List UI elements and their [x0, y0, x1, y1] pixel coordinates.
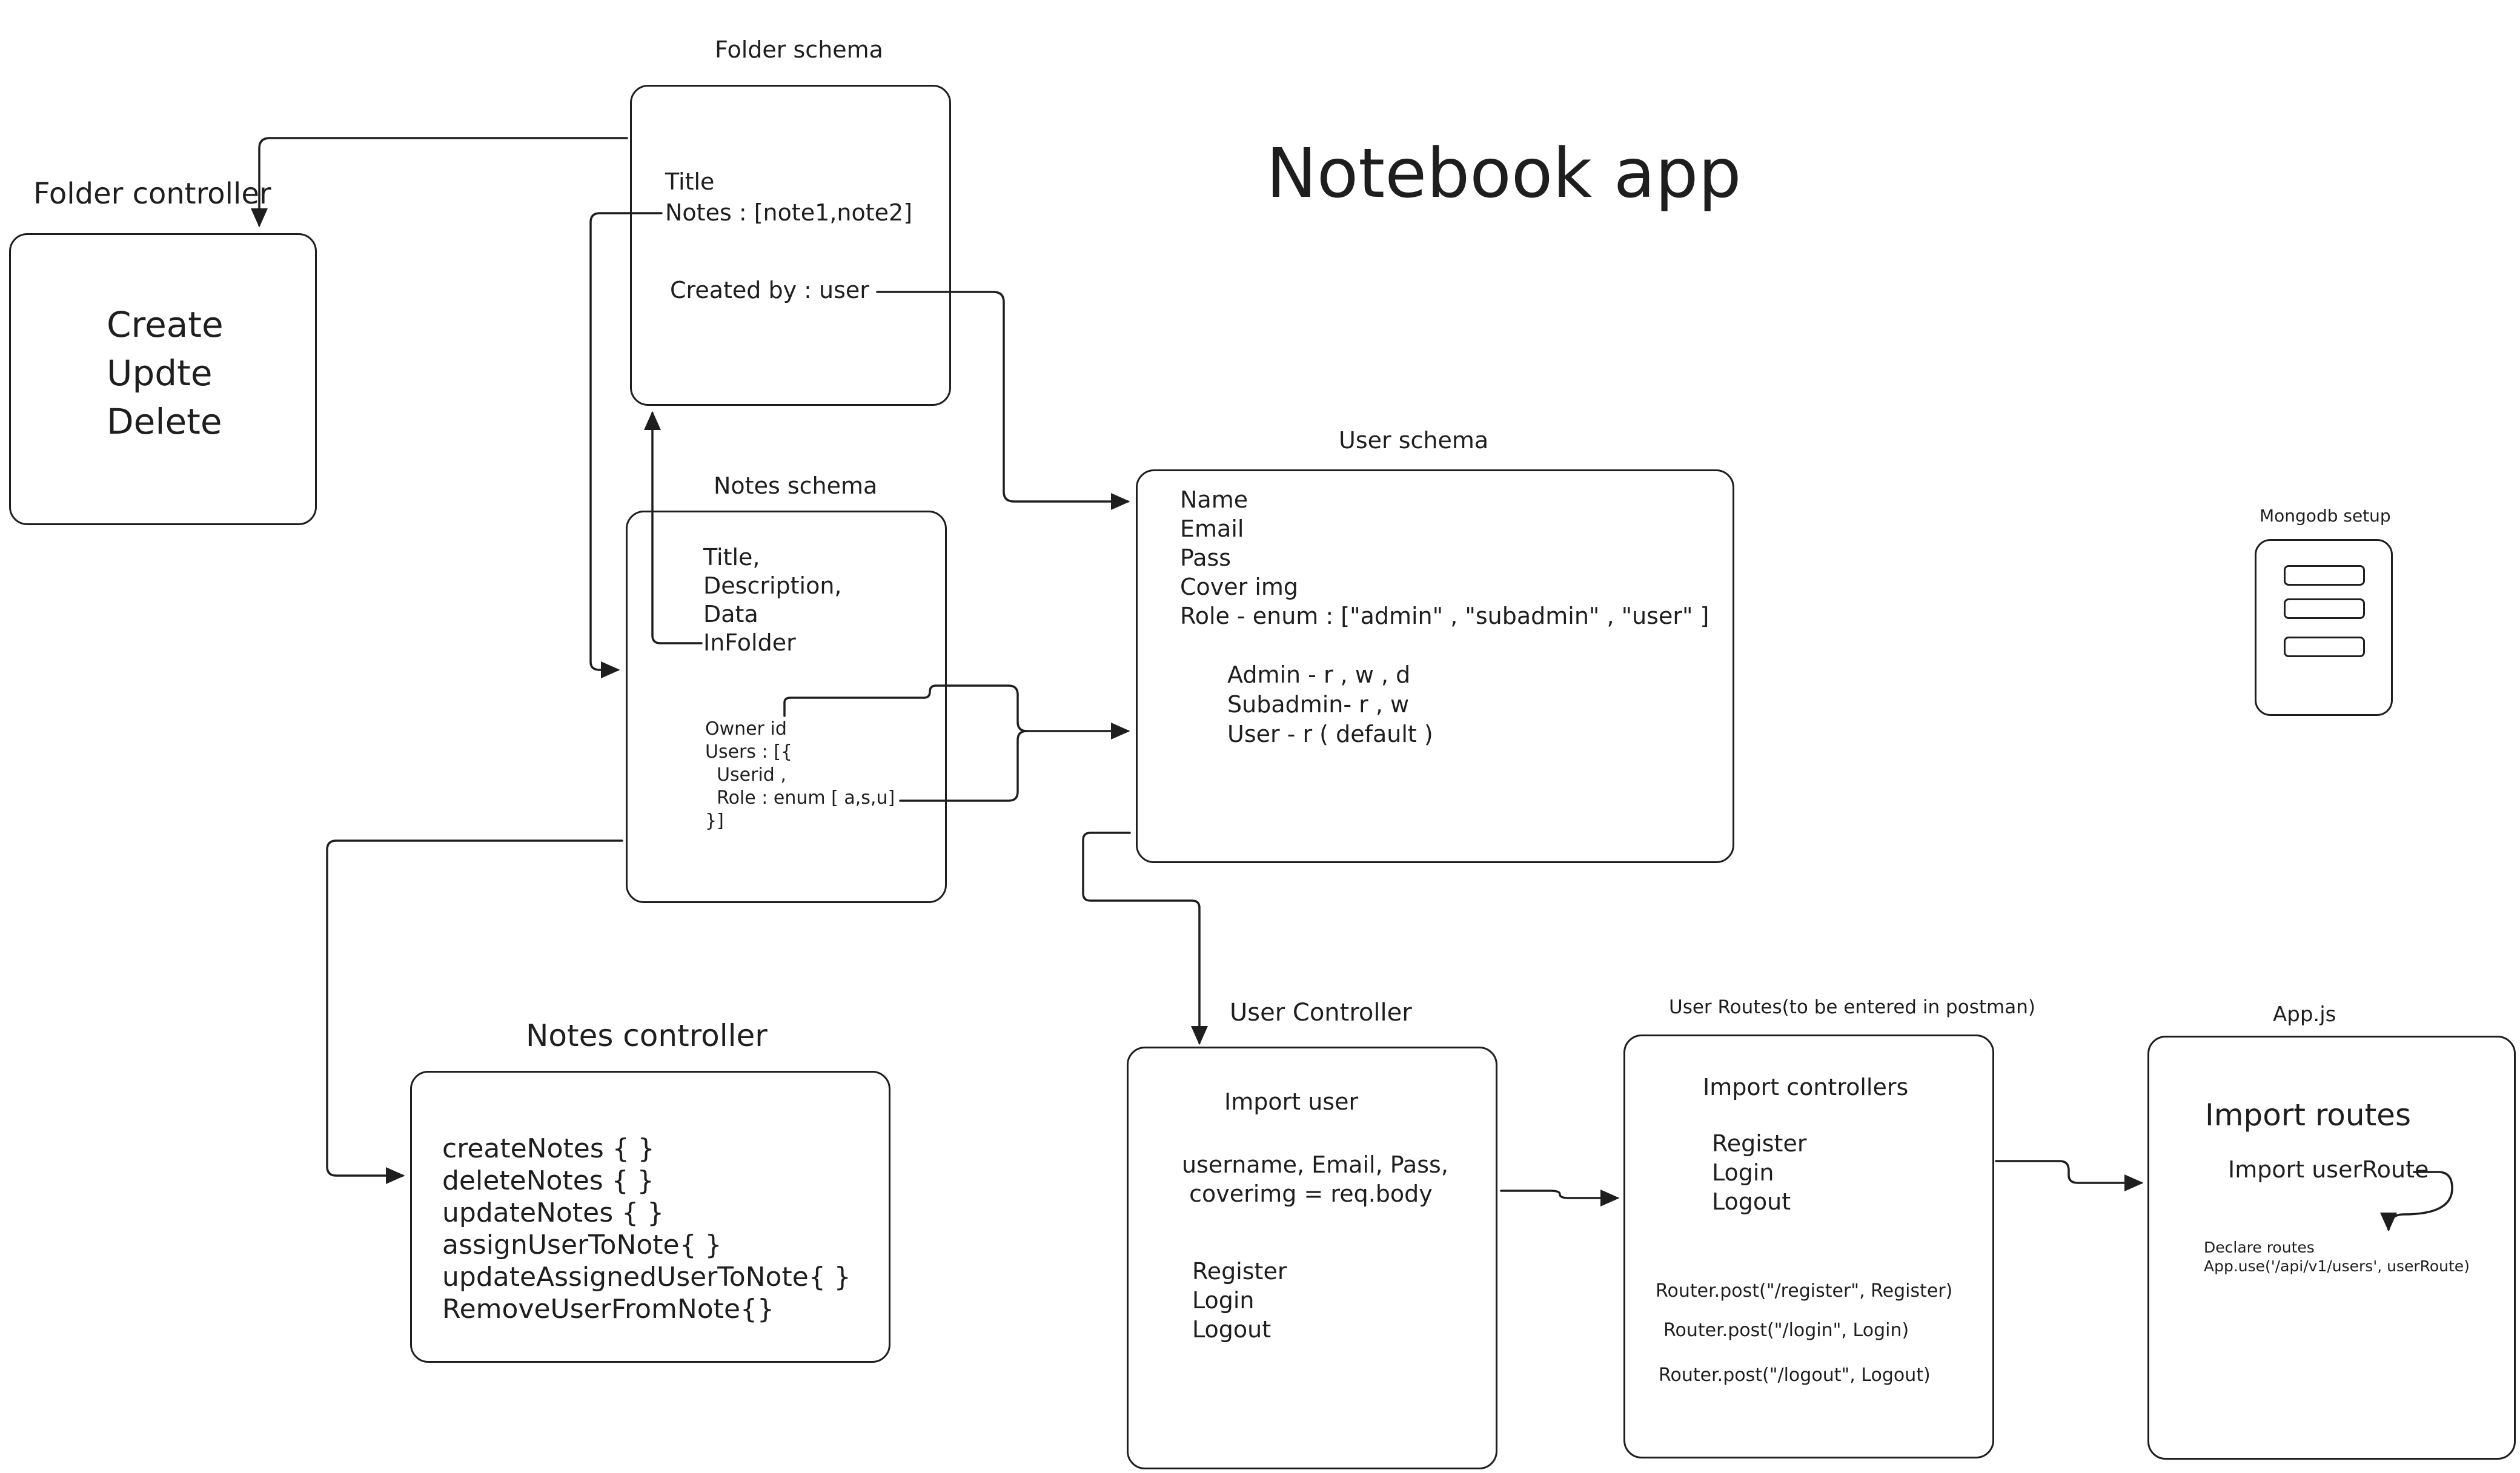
user-routes-register: Register [1712, 1130, 1807, 1157]
notes-controller-assign: assignUserToNote{ } [442, 1230, 722, 1260]
appjs-import-userroute: Import userRoute [2228, 1156, 2429, 1183]
folder-controller-delete: Delete [107, 401, 222, 442]
arrow-user-schema-to-user-controller [1082, 832, 1208, 1045]
notes-schema-role: Role : enum [ a,s,u] [705, 787, 895, 809]
folder-schema-field-title: Title [665, 168, 715, 195]
arrow-user-controller-to-routes [1500, 1190, 1620, 1207]
user-routes-post-register: Router.post("/register", Register) [1656, 1280, 1953, 1302]
database-icon [2255, 539, 2393, 716]
folder-controller-create: Create [107, 304, 224, 345]
user-controller-logout: Logout [1192, 1316, 1272, 1343]
user-controller-login: Login [1192, 1287, 1255, 1314]
notes-controller-label: Notes controller [526, 1018, 768, 1053]
user-schema-perm-subadmin: Subadmin- r , w [1227, 691, 1410, 718]
user-routes-post-login: Router.post("/login", Login) [1663, 1320, 1909, 1341]
notes-schema-userid: Userid , [705, 764, 786, 786]
user-schema-label: User schema [1339, 427, 1489, 454]
user-routes-import: Import controllers [1703, 1074, 1909, 1101]
user-controller-label: User Controller [1230, 999, 1412, 1027]
appjs-import-routes: Import routes [2205, 1097, 2411, 1133]
notes-schema-owner-id: Owner id [705, 718, 787, 740]
notes-controller-remove-user: RemoveUserFromNote{} [442, 1294, 775, 1325]
notes-controller-update: updateNotes { } [442, 1197, 665, 1228]
notes-schema-field-title: Title, [703, 544, 760, 571]
folder-controller-box: Create Updte Delete [9, 233, 317, 525]
user-schema-box: Name Email Pass Cover img Role - enum : … [1136, 469, 1734, 863]
mongodb-label: Mongodb setup [2260, 506, 2391, 526]
user-routes-box: Import controllers Register Login Logout… [1623, 1034, 1994, 1458]
notes-schema-field-data: Data [703, 601, 758, 627]
user-controller-import: Import user [1224, 1088, 1359, 1115]
database-icon-slot-2 [2284, 598, 2365, 619]
user-controller-register: Register [1192, 1258, 1287, 1285]
diagram-title: Notebook app [1266, 134, 1742, 213]
notes-schema-field-infolder: InFolder [703, 629, 796, 656]
user-schema-field-pass: Pass [1180, 545, 1232, 571]
user-controller-body-line-2: coverimg = req.body [1182, 1180, 1433, 1207]
folder-schema-label: Folder schema [715, 36, 883, 63]
folder-controller-label: Folder controller [33, 177, 271, 211]
notes-schema-users-close: }] [705, 810, 724, 832]
folder-schema-created-by: Created by : user [670, 277, 869, 303]
notes-schema-field-description: Description, [703, 572, 842, 599]
appjs-label: App.js [2273, 1002, 2336, 1027]
notes-controller-update-assigned: updateAssignedUserToNote{ } [442, 1262, 851, 1293]
arrow-folder-schema-to-controller [251, 137, 628, 228]
user-routes-login: Login [1712, 1159, 1774, 1186]
user-controller-body-line-1: username, Email, Pass, [1182, 1151, 1448, 1178]
user-routes-post-logout: Router.post("/logout", Logout) [1659, 1365, 1931, 1386]
arrow-user-routes-to-appjs [1995, 1160, 2144, 1191]
user-routes-logout: Logout [1712, 1188, 1791, 1215]
user-schema-perm-admin: Admin - r , w , d [1227, 661, 1411, 688]
user-schema-perm-user: User - r ( default ) [1227, 721, 1433, 747]
database-icon-slot-1 [2284, 565, 2365, 586]
notes-schema-box: Title, Description, Data InFolder Owner … [626, 511, 947, 903]
folder-schema-field-notes: Notes : [note1,note2] [665, 199, 913, 226]
user-schema-field-cover-img: Cover img [1180, 574, 1299, 600]
notes-schema-users: Users : [{ [705, 741, 792, 763]
user-schema-field-email: Email [1180, 515, 1244, 542]
folder-schema-box: Title Notes : [note1,note2] Created by :… [630, 85, 951, 406]
appjs-declare-routes: Declare routes [2204, 1239, 2315, 1256]
notes-controller-box: createNotes { } deleteNotes { } updateNo… [410, 1071, 890, 1363]
notes-controller-create: createNotes { } [442, 1133, 655, 1164]
notes-controller-delete: deleteNotes { } [442, 1165, 654, 1196]
appjs-box: Import routes Import userRoute Declare r… [2147, 1036, 2516, 1460]
user-routes-label: User Routes(to be entered in postman) [1669, 996, 2035, 1018]
notes-schema-label: Notes schema [714, 472, 878, 499]
user-controller-box: Import user username, Email, Pass, cover… [1127, 1047, 1497, 1469]
appjs-app-use: App.use('/api/v1/users', userRoute) [2204, 1257, 2470, 1275]
database-icon-slot-3 [2284, 637, 2365, 657]
folder-controller-update: Updte [107, 353, 213, 394]
user-schema-field-name: Name [1180, 486, 1248, 513]
user-schema-field-role: Role - enum : ["admin" , "subadmin" , "u… [1180, 603, 1709, 629]
